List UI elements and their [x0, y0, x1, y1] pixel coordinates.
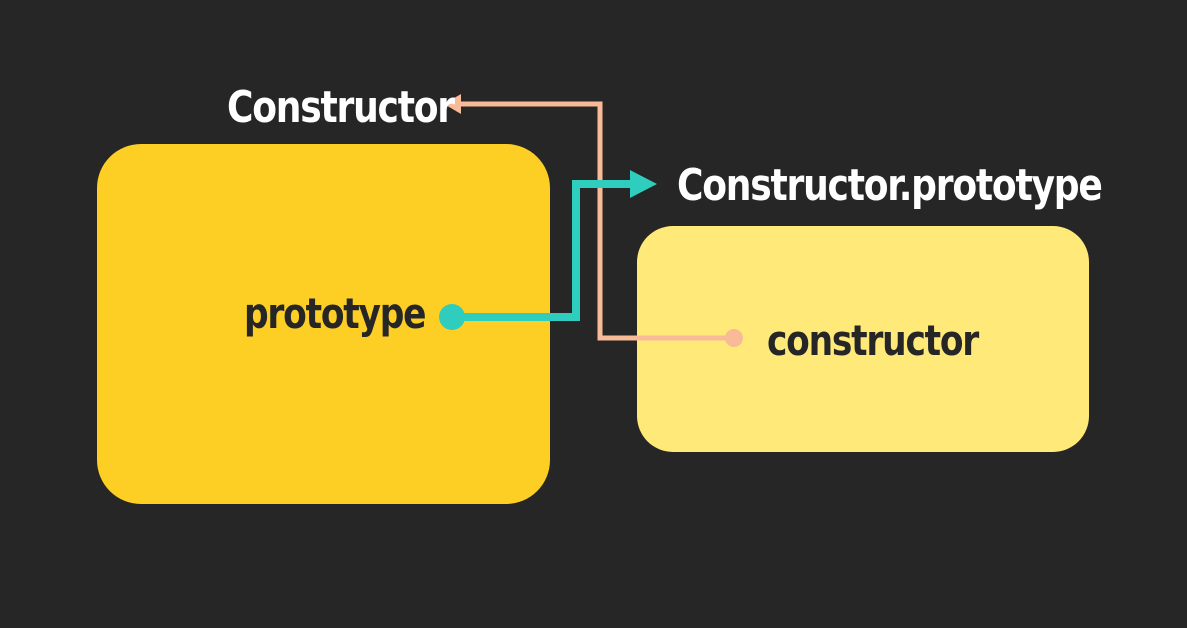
- prototype-property-label: prototype: [244, 289, 427, 338]
- constructor-heading: Constructor: [227, 82, 455, 133]
- constructor-link-arrow: [444, 94, 743, 347]
- prototype-link-arrowhead: [630, 170, 657, 198]
- constructor-object-box: [97, 144, 550, 504]
- constructor-link-arrowhead: [444, 94, 461, 114]
- constructor-link-dot: [725, 329, 743, 347]
- prototype-link-dot: [439, 304, 465, 330]
- prototype-link-arrow: [439, 170, 657, 330]
- constructor-property-label: constructor: [767, 316, 979, 365]
- constructor-prototype-heading: Constructor.prototype: [677, 160, 1103, 211]
